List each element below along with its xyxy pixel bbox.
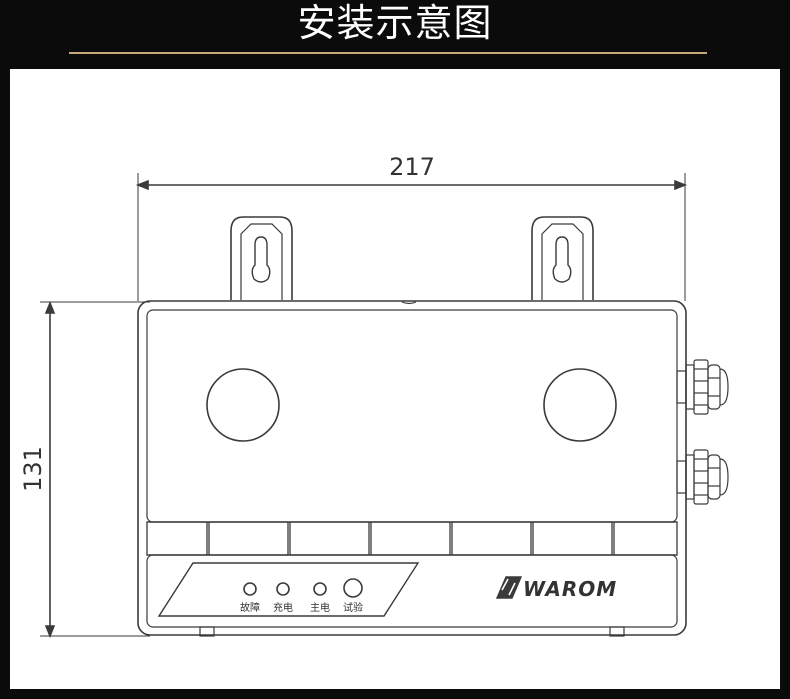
indicator-fault xyxy=(243,582,257,596)
indicator-panel xyxy=(157,562,420,617)
indicator-main-power xyxy=(313,582,327,596)
height-dimension-label: 131 xyxy=(19,446,47,492)
width-dimension xyxy=(135,173,688,301)
indicator-label-fault: 故障 xyxy=(240,601,260,614)
cable-gland-bottom xyxy=(676,449,729,505)
brand-logo-mark xyxy=(495,576,523,599)
brand-logo-text: WAROM xyxy=(523,577,617,601)
title-underline xyxy=(69,52,707,54)
lamp-right xyxy=(543,368,617,442)
lamp-left xyxy=(206,368,280,442)
diagram-panel: 217 131 故障 充电 主电 试验 WAROM xyxy=(10,69,780,689)
indicator-charging xyxy=(276,582,290,596)
page-title: 安装示意图 xyxy=(297,1,493,45)
mounting-ear-right xyxy=(531,216,594,300)
cable-gland-top xyxy=(676,359,729,415)
indicator-label-charging: 充电 xyxy=(273,601,293,614)
mounting-ear-left xyxy=(230,216,293,300)
vent-slots xyxy=(146,521,678,556)
feet xyxy=(199,626,625,637)
header: 安装示意图 xyxy=(0,0,790,62)
width-dimension-label: 217 xyxy=(389,153,435,181)
installation-diagram: 217 131 故障 充电 主电 试验 WAROM xyxy=(19,153,729,639)
indicator-label-test: 试验 xyxy=(343,601,363,614)
test-button[interactable] xyxy=(343,578,363,598)
height-dimension xyxy=(40,300,150,639)
indicator-label-main-power: 主电 xyxy=(310,601,330,614)
